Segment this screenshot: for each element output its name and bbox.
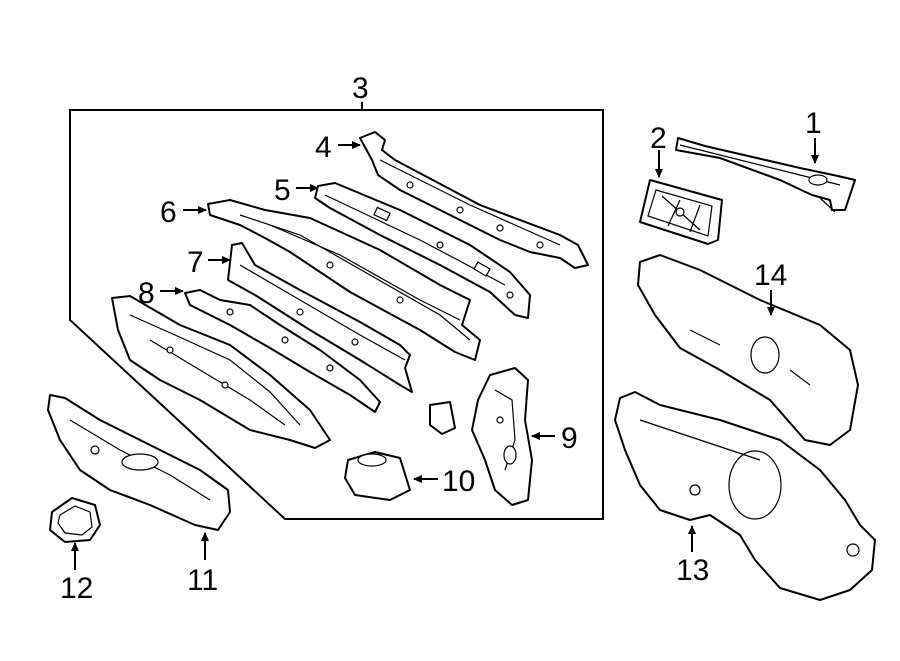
callout-14: 14 bbox=[754, 259, 787, 292]
part-4-reinforcement bbox=[359, 131, 589, 269]
part-6-cross-member bbox=[207, 199, 481, 361]
callout-6: 6 bbox=[160, 196, 177, 229]
callout-11: 11 bbox=[187, 564, 218, 597]
callout-4: 4 bbox=[315, 131, 332, 164]
part-14-insulator-pad bbox=[637, 254, 859, 446]
part-11-dash-insulator bbox=[47, 394, 231, 531]
part-2-vent bbox=[639, 179, 723, 245]
part-12-grommet bbox=[49, 497, 101, 543]
part-5-cowl-panel bbox=[314, 182, 531, 319]
callout-8: 8 bbox=[138, 277, 155, 310]
part-8-lower-bar bbox=[184, 289, 381, 413]
part-13-dash-panel bbox=[614, 391, 876, 601]
part-7-inner-reinforcement bbox=[227, 242, 413, 393]
callout-2: 2 bbox=[650, 122, 667, 155]
callout-3: 3 bbox=[352, 72, 369, 105]
part-small-bracket bbox=[429, 401, 456, 435]
callout-9: 9 bbox=[561, 422, 578, 455]
callout-12: 12 bbox=[60, 572, 93, 605]
group-box-3 bbox=[69, 109, 604, 520]
part-3-insulator bbox=[111, 295, 331, 449]
part-10-mount bbox=[344, 451, 411, 501]
part-1-cowl-panel bbox=[675, 137, 856, 213]
part-9-side-bracket bbox=[471, 367, 533, 506]
callout-10: 10 bbox=[442, 465, 475, 498]
callout-13: 13 bbox=[676, 554, 709, 587]
callout-1: 1 bbox=[805, 107, 822, 140]
callout-7: 7 bbox=[187, 246, 204, 279]
callout-5: 5 bbox=[274, 174, 291, 207]
